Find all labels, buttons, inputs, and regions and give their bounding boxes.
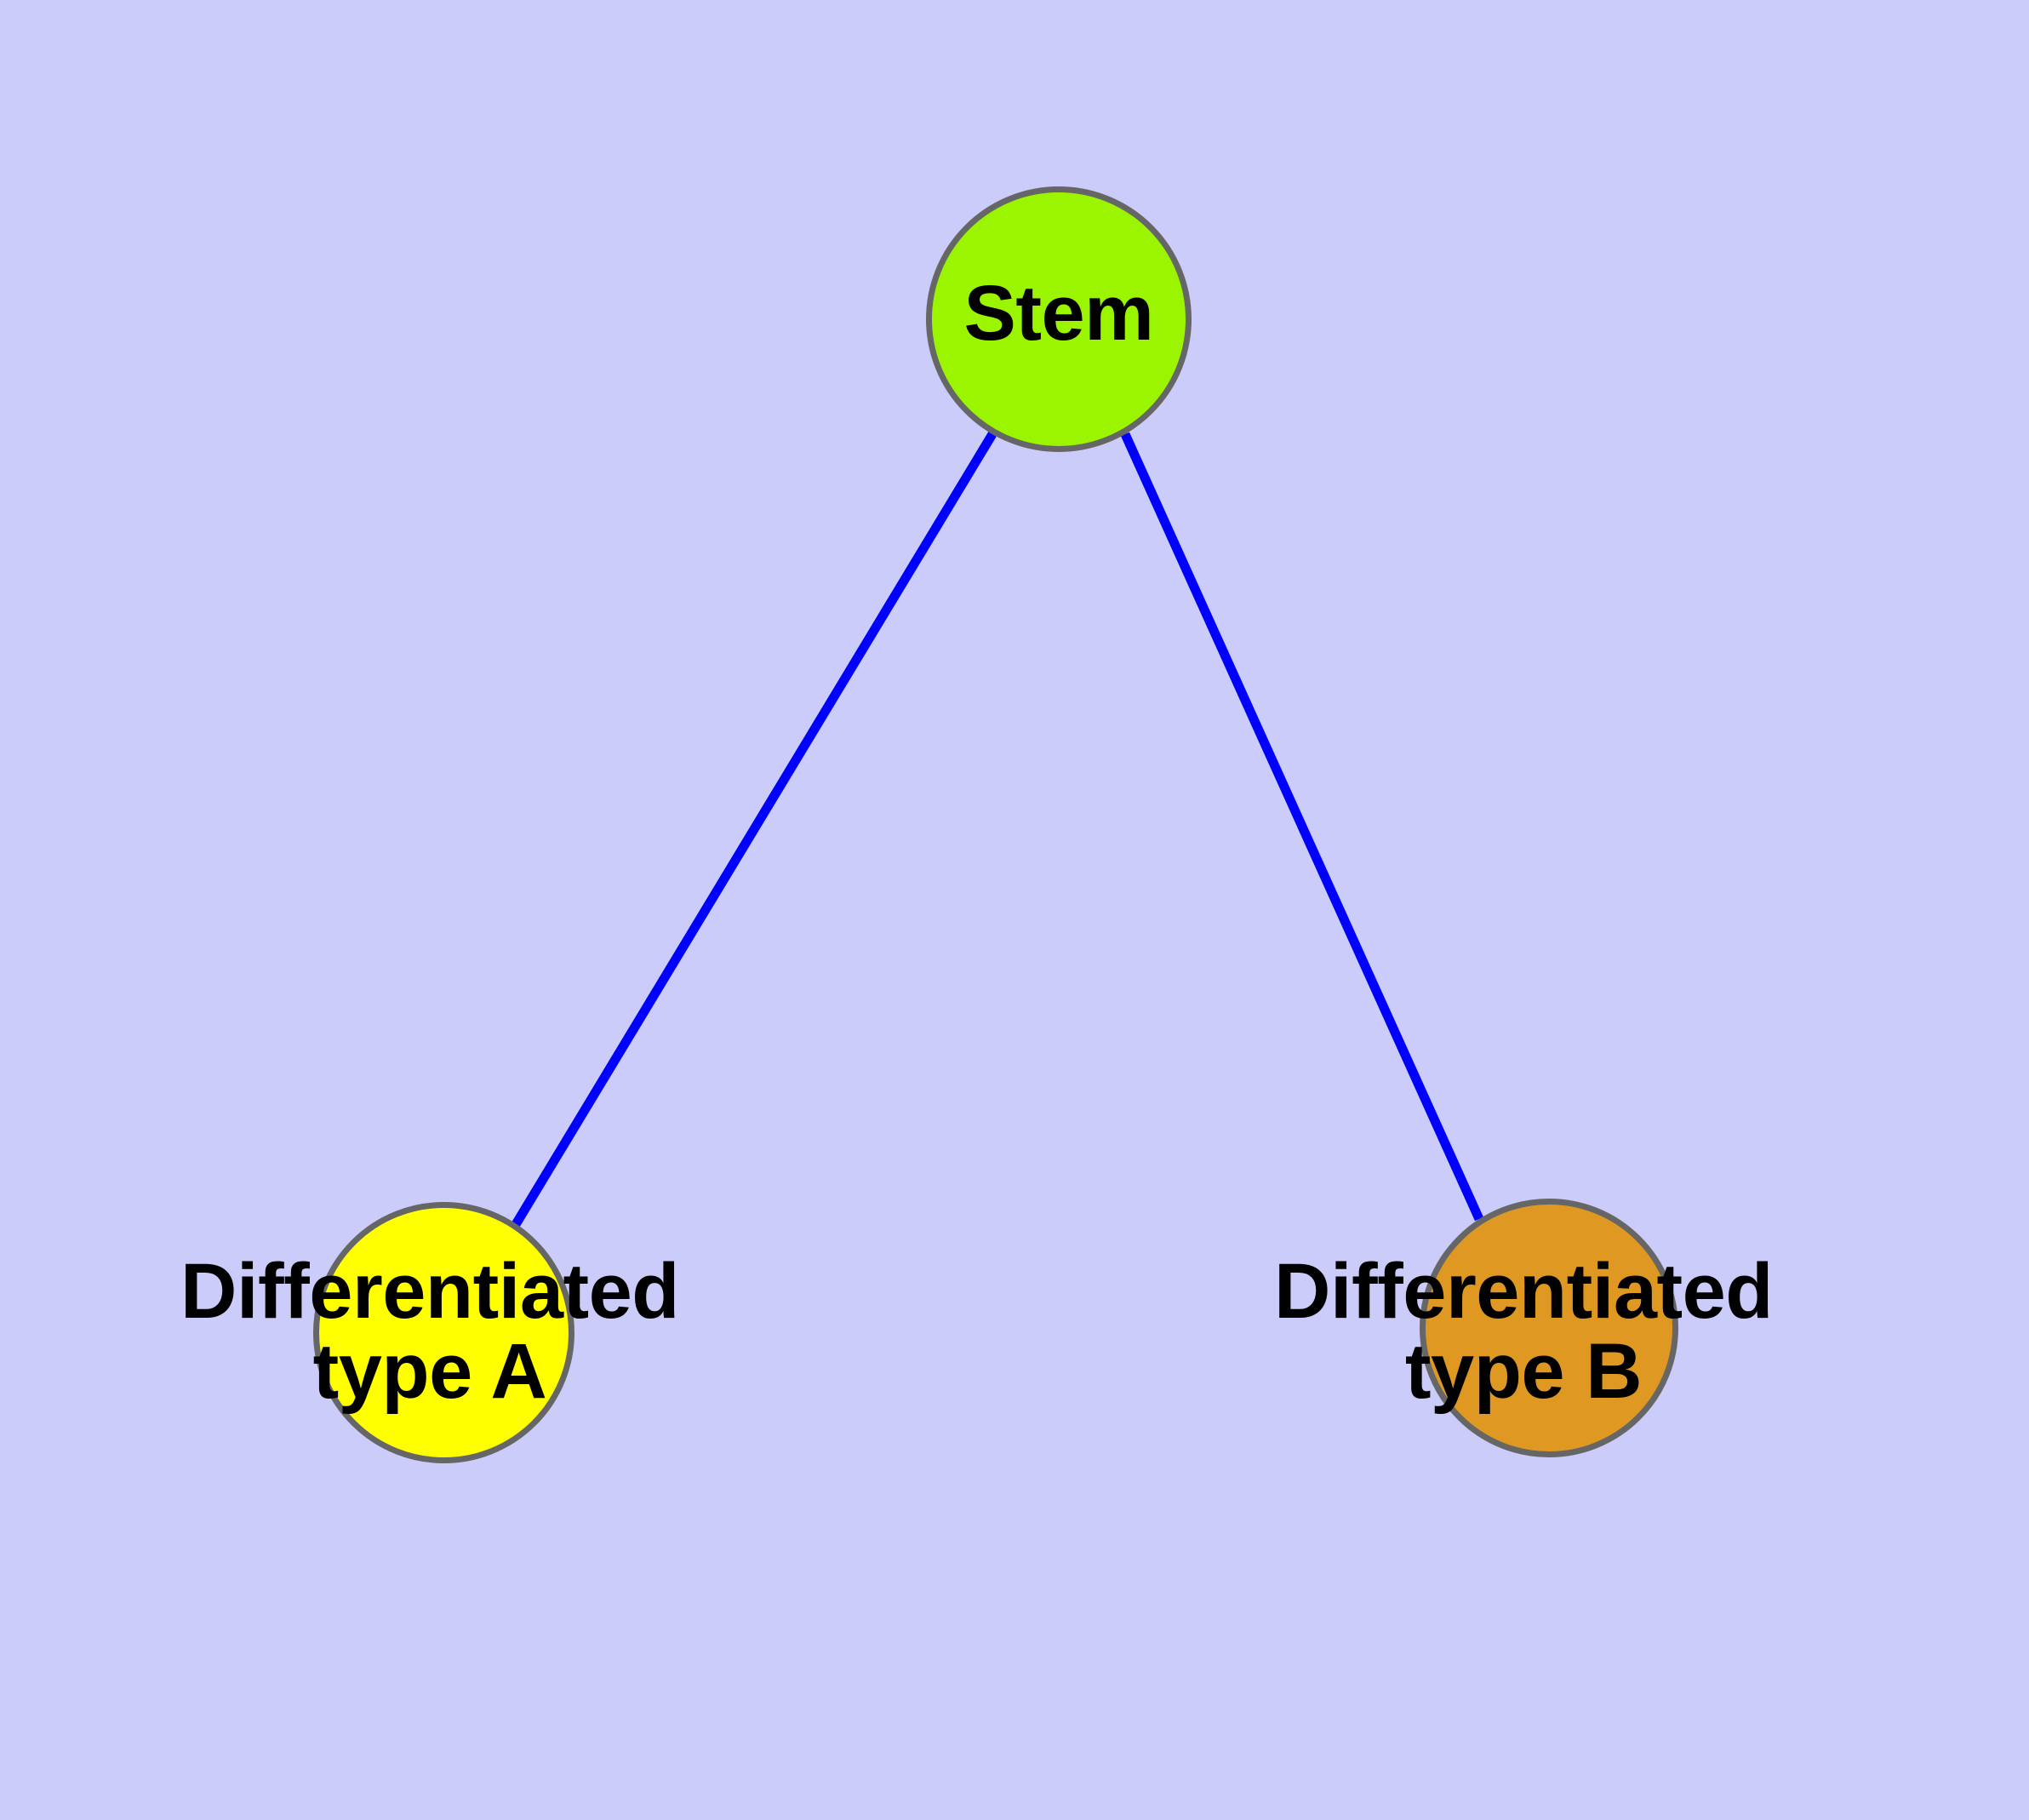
node-stem-label: Stem xyxy=(963,270,1154,357)
node-differentiated-type-a-label: Differentiated type A xyxy=(180,1248,679,1415)
node-differentiated-type-b-label: Differentiated type B xyxy=(1274,1248,1773,1415)
edge-stem-to-diff-b xyxy=(1120,432,1484,1222)
node-stem[interactable] xyxy=(926,186,1192,452)
edge-stem-to-diff-a xyxy=(511,432,997,1228)
node-differentiated-type-b[interactable] xyxy=(1420,1199,1678,1457)
node-differentiated-type-a[interactable] xyxy=(313,1202,574,1463)
